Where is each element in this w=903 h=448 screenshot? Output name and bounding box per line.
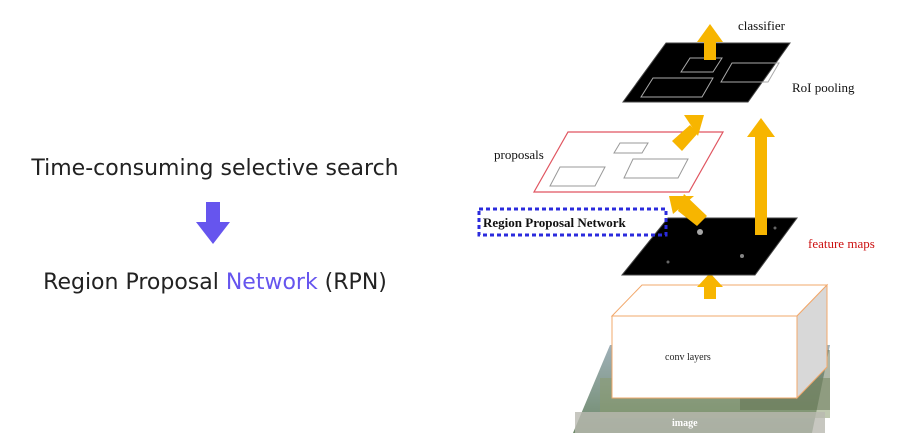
rpn-label-box: Region Proposal Network <box>477 207 668 237</box>
feature-maps-label: feature maps <box>808 236 875 251</box>
conv-layers-box: conv layers <box>610 283 829 400</box>
after-text: Region Proposal Network (RPN) <box>0 270 430 295</box>
arrow-proposals-to-roi <box>672 115 704 151</box>
arrow-conv-to-features <box>697 273 723 299</box>
network-highlight: Network <box>225 270 318 295</box>
down-arrow-icon <box>196 202 230 244</box>
roi-pooling-label: RoI pooling <box>792 80 855 95</box>
feature-maps-plane: feature maps <box>620 217 875 276</box>
arrow-to-classifier: classifier <box>697 18 786 60</box>
before-text: Time-consuming selective search <box>31 156 399 181</box>
proposals-plane: proposals <box>494 131 725 193</box>
conv-layers-label: conv layers <box>665 352 711 363</box>
arrow-features-to-rpn <box>669 194 707 226</box>
rpn-label: Region Proposal Network <box>483 215 627 230</box>
classifier-label: classifier <box>738 18 786 33</box>
roi-pooling-plane: RoI pooling <box>622 42 855 103</box>
arrow-features-to-roi <box>747 118 775 235</box>
rpn-suffix: (RPN) <box>317 270 387 295</box>
rpn-prefix: Region Proposal <box>43 270 226 295</box>
proposals-label: proposals <box>494 147 544 162</box>
image-label: image <box>672 418 698 429</box>
